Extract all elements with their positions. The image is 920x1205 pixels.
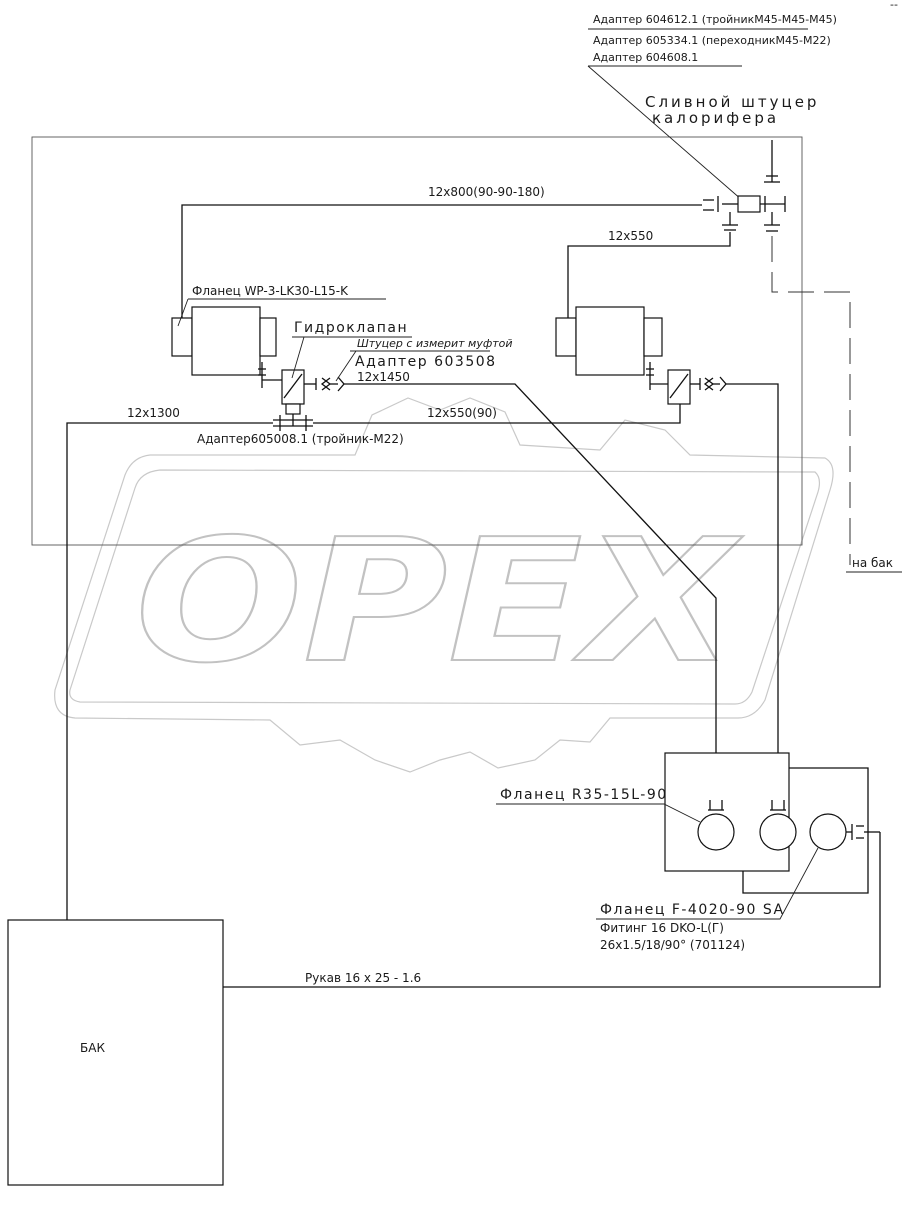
pipe-12x550-top xyxy=(567,232,731,318)
leader-line xyxy=(496,803,701,823)
pipe-12x1300-label: 12x1300 xyxy=(127,406,180,420)
pipe-12x1450-to-r35 xyxy=(344,383,717,800)
hose-16x25 xyxy=(223,832,881,988)
drain-line-dashed xyxy=(771,236,851,565)
corner-mark: -- xyxy=(890,0,898,11)
leader-line xyxy=(596,847,819,920)
pump-block xyxy=(664,752,880,894)
to-tank-label: на бак xyxy=(852,556,893,570)
leader-line xyxy=(587,65,743,201)
hydro-valve xyxy=(273,369,345,431)
flange-f4020-label: Фланец F-4020-90 SA xyxy=(600,902,785,918)
pipe-12x800 xyxy=(181,204,702,322)
watermark: OPEX xyxy=(54,397,834,773)
watermark-text: OPEX xyxy=(135,503,744,701)
hydraulic-motor-left xyxy=(171,306,282,388)
adapter-605008-label: Адаптер605008.1 (тройник-М22) xyxy=(197,432,404,446)
pipe-12x800-label: 12x800(90-90-180) xyxy=(428,185,545,199)
hydro-valve-right xyxy=(667,369,727,405)
pipe-12x1300 xyxy=(66,422,273,920)
assembly-frame xyxy=(31,136,803,546)
fitting-16-label: Фитинг 16 DKO-L(Г) xyxy=(600,921,724,935)
pipe-12x550-90-label: 12x550(90) xyxy=(427,406,497,420)
watermark-gear xyxy=(54,397,834,773)
pipe-12x1450-label: 12x1450 xyxy=(357,370,410,384)
tank xyxy=(7,919,224,1186)
drain-fitting-label: калорифера xyxy=(652,109,779,127)
adapter-604608-label: Адаптер 604608.1 xyxy=(593,51,698,64)
watermark-inner-frame xyxy=(69,469,821,705)
pipe-12x550-90 xyxy=(313,404,681,424)
drain-fitting-label: Сливной штуцер xyxy=(645,93,819,111)
hose-label: Рукав 16 x 25 - 1.6 xyxy=(305,971,421,985)
adapter-605334-label: Адаптер 605334.1 (переходникМ45-М22) xyxy=(593,34,831,47)
leader-line xyxy=(335,350,490,382)
flange-r35-label: Фланец R35-15L-90 xyxy=(500,787,668,803)
fitting-16-spec-label: 26x1.5/18/90° (701124) xyxy=(600,938,745,952)
flange-wp-label: Фланец WP-3-LK30-L15-K xyxy=(192,284,349,298)
leader-line xyxy=(177,298,386,327)
hydraulic-motor-right xyxy=(555,306,668,390)
pipe-right-return xyxy=(726,383,779,800)
hydro-valve-label: Гидроклапан xyxy=(294,320,408,336)
leader-line xyxy=(291,336,412,379)
adapter-603508-label: Адаптер 603508 xyxy=(355,354,497,370)
adapter-604612-label: Адаптер 604612.1 (тройникМ45-М45-М45) xyxy=(593,13,837,26)
pipe-12x550-label: 12x550 xyxy=(608,229,653,243)
gauge-fitting-label: Штуцер с измерит муфтой xyxy=(357,337,513,350)
tank-label: БАК xyxy=(80,1041,105,1055)
tee-adapter-assembly xyxy=(703,140,786,232)
